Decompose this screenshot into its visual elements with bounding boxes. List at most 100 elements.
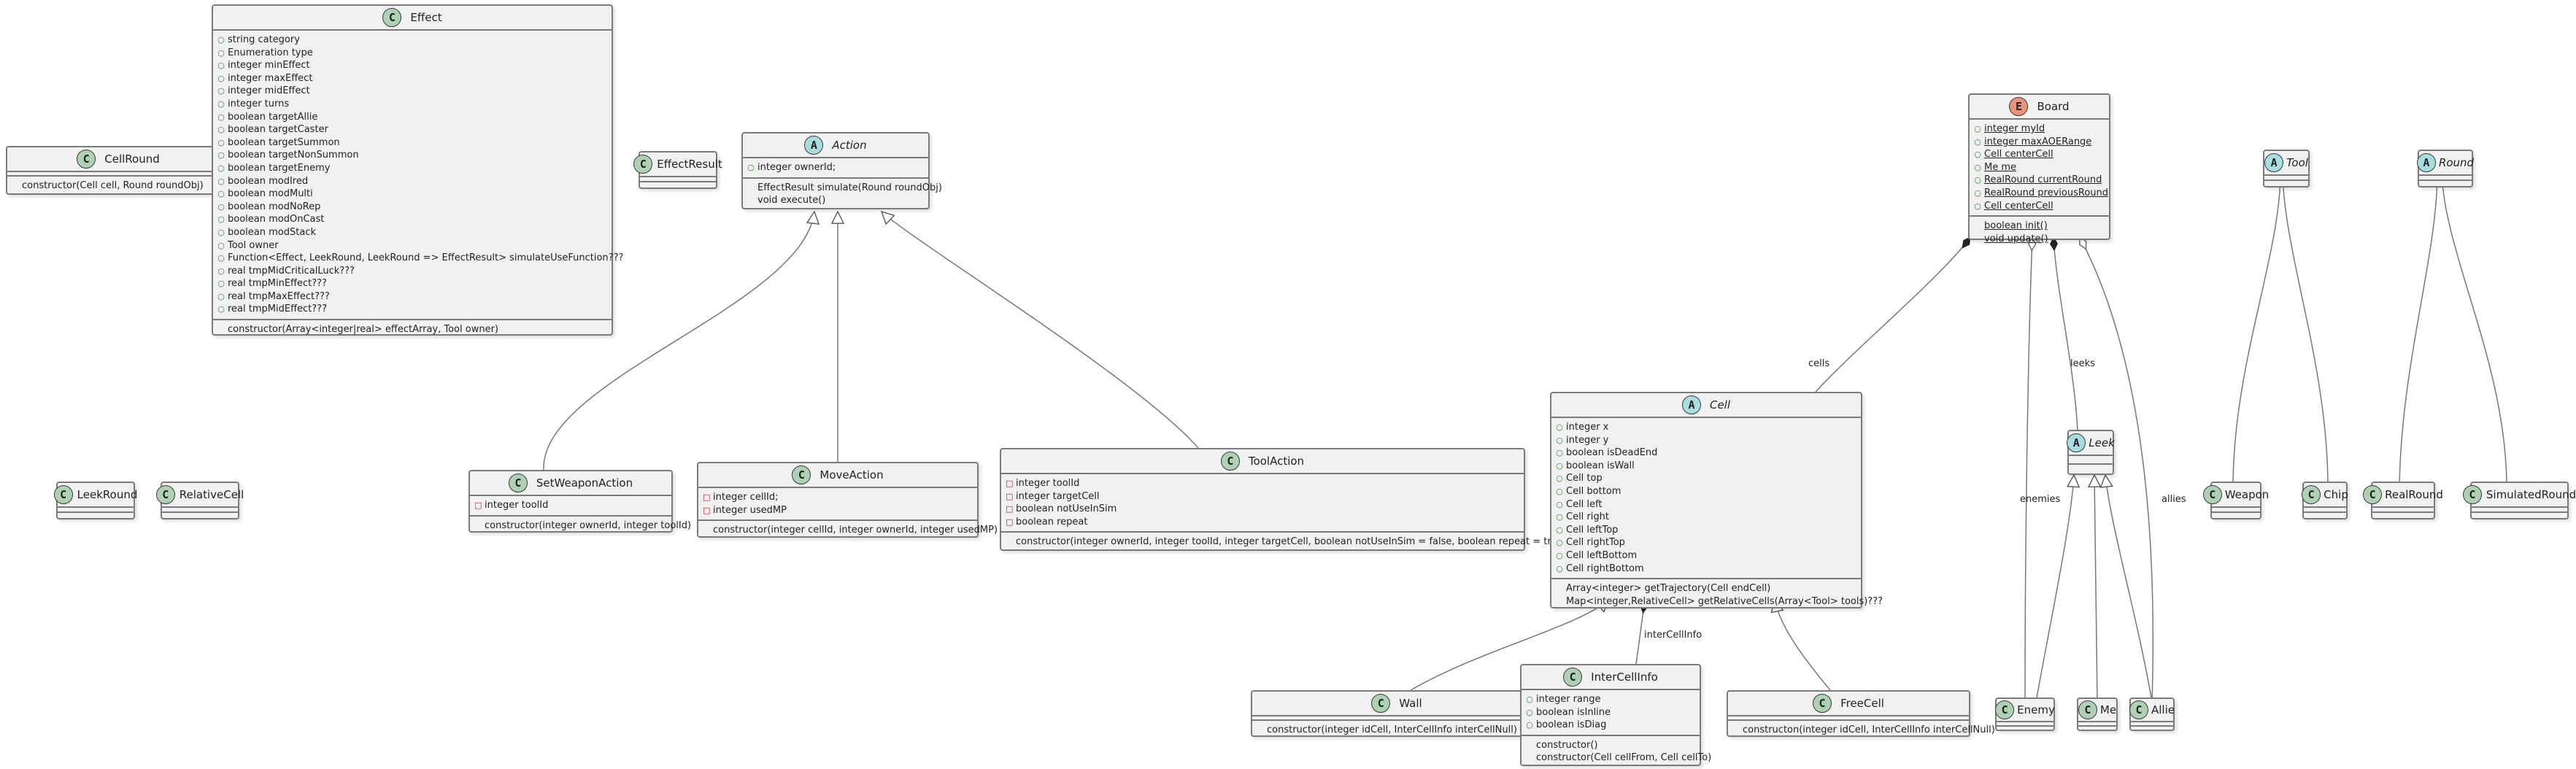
edge-freecell-cell [1775,600,1831,691]
class-methods [162,513,238,518]
class-methods [2372,513,2434,518]
class-name: Round [2438,156,2475,169]
class-name: Leek [2089,436,2115,449]
class-fields [2372,508,2434,513]
class-badge-icon: C [1563,668,1583,687]
class-leekround[interactable]: C LeekRound [53,482,137,519]
class-freecell[interactable]: C FreeCell constructon(integer idCell, I… [1727,690,1995,737]
class-fields [2472,508,2567,513]
field-row: ○Cell centerCell [1974,200,2054,212]
class-fields [1997,722,2054,727]
class-cell[interactable]: A Cell ○integer x ○integer y ○boolean is… [1550,392,1883,608]
method-row: EffectResult simulate(Round roundObj) [757,182,942,193]
class-name: Board [2037,100,2070,113]
class-fields: ○integer range ○boolean isInline ○boolea… [1522,690,1700,736]
class-relativecell[interactable]: C RelativeCell [155,482,244,519]
field-row: ○real tmpMidEffect??? [217,304,327,315]
class-fields: ○integer myId ○integer maxAOERange ○Cell… [1970,120,2109,217]
field-row: ○boolean isWall [1556,460,1635,471]
field-row: ○boolean isDiag [1526,719,1607,731]
class-wall[interactable]: C Wall constructor(integer idCell, Inter… [1251,690,1543,737]
field-row: ○RealRound currentRound [1974,174,2102,186]
class-name: Chip [2324,488,2348,501]
edge-enemy-leek [2035,475,2074,703]
class-name: Enemy [2017,703,2055,716]
class-moveaction[interactable]: C MoveAction □integer cellId; □integer u… [697,462,998,538]
class-methods: EffectResult simulate(Round roundObj) vo… [743,179,942,210]
edge-allie-leek [2105,475,2153,703]
class-realround[interactable]: C RealRound [2363,482,2443,519]
class-chip[interactable]: C Chip [2302,482,2348,519]
class-action[interactable]: A Action ○integer ownerId; EffectResult … [741,132,942,210]
field-row: ○real tmpMaxEffect??? [217,290,330,302]
class-methods: constructor(Cell cell, Round roundObj) [7,177,229,196]
field-row: ○integer minEffect [217,60,310,72]
method-row: Map<integer,RelativeCell> getRelativeCel… [1566,595,1883,607]
class-simulatedround[interactable]: C SimulatedRound [2462,482,2576,519]
class-leek[interactable]: A Leek [2067,430,2115,475]
field-row: ○integer myId [1974,123,2045,134]
class-fields [2264,176,2308,181]
class-badge-icon: C [2462,485,2482,504]
field-row: ○integer midEffect [217,85,310,97]
field-row: ○real tmpMidCriticalLuck??? [217,265,355,277]
class-board[interactable]: E Board ○integer myId ○integer maxAOERan… [1968,93,2110,244]
class-tool[interactable]: A Tool [2263,150,2310,188]
method-row: constructor(Array<integer|real> effectAr… [228,324,498,336]
field-row: ○RealRound previousRound [1974,187,2109,198]
edge-me-leek [2094,475,2097,703]
class-me[interactable]: C Me [2077,697,2118,731]
method-row: void update() [1984,233,2048,244]
class-name: Effect [410,11,442,24]
class-fields: ○integer x ○integer y ○boolean isDeadEnd… [1551,418,1861,580]
class-fields [2419,176,2472,181]
class-methods [2419,181,2472,186]
field-row: □integer targetCell [1006,490,1100,502]
field-row: □integer usedMP [703,504,787,516]
field-row: ○Cell bottom [1556,485,1621,497]
field-row: ○string category [217,34,300,45]
field-row: ○Cell left [1556,498,1603,510]
class-effectresult[interactable]: C EffectResult [633,151,722,189]
class-badge-icon: C [53,485,73,504]
class-name: MoveAction [820,468,884,482]
class-allie[interactable]: C Allie [2129,697,2175,731]
class-badge-icon: C [1813,694,1832,713]
class-setweaponaction[interactable]: C SetWeaponAction □integer toolId constr… [468,470,692,536]
class-toolaction[interactable]: C ToolAction □integer toolId □integer ta… [1000,448,1567,551]
class-weapon[interactable]: C Weapon [2202,482,2269,519]
edge-intercellinfo-cell [1635,600,1645,665]
edge-label-cells: cells [1808,358,1830,369]
field-row: □integer cellId; [703,492,779,503]
class-methods: constructor(integer ownerId, integer too… [470,517,692,536]
edge-setweaponaction-action [543,212,814,471]
class-round[interactable]: A Round [2416,150,2475,188]
class-methods: boolean init() void update() [1970,217,2109,248]
class-badge-icon: A [2264,153,2284,172]
field-row: ○boolean isInline [1526,706,1611,718]
class-cellround[interactable]: C CellRound constructor(Cell cell, Round… [6,146,231,195]
method-row: constructor() [1536,739,1598,751]
class-fields: ○string category ○Enumeration type ○inte… [213,31,623,321]
class-name: RealRound [2385,488,2443,501]
field-row: ○boolean modOnCast [217,214,325,225]
class-fields [2212,508,2260,513]
class-methods [2069,465,2113,474]
class-methods: constructor(Array<integer|real> effectAr… [213,320,612,339]
class-effect[interactable]: C Effect ○string category ○Enumeration t… [212,4,623,339]
method-row: constructor(integer ownerId, integer too… [485,519,692,531]
method-row: Array<integer> getTrajectory(Cell endCel… [1566,583,1771,595]
class-methods [2212,513,2260,518]
edge-cell-board [1815,237,1971,393]
field-row: ○integer y [1556,434,1609,446]
method-row: constructor(integer cellId, integer owne… [713,525,998,536]
class-methods: constructor() constructor(Cell cellFrom,… [1522,736,1711,768]
class-name: InterCellInfo [1591,671,1658,684]
class-intercellinfo[interactable]: C InterCellInfo ○integer range ○boolean … [1520,664,1711,768]
edge-simulatedround-round [2442,173,2507,488]
class-badge-icon: C [2202,485,2222,504]
field-row: ○Tool owner [217,239,279,251]
field-row: □integer toolId [1006,478,1080,489]
class-enemy[interactable]: C Enemy [1995,697,2055,731]
